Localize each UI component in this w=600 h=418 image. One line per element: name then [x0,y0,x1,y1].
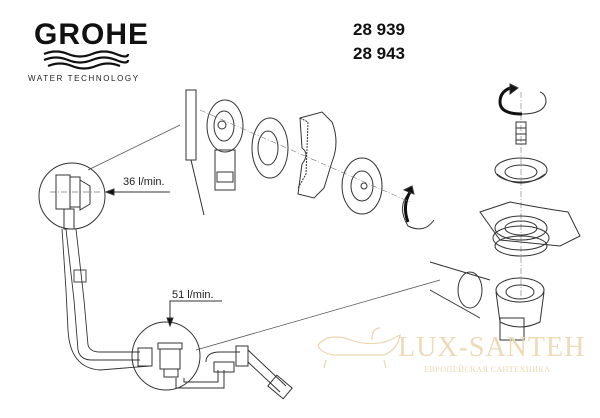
brand-logo: GROHE [34,18,150,51]
watermark-subtitle: ЕВРОПЕЙСКАЯ САНТЕХНИКА [424,365,551,374]
strainer-screw [515,121,527,145]
overflow-detail [38,162,106,230]
overflow-cover [341,157,383,215]
overflow-assembly [185,89,244,216]
bath-wall-section [297,111,337,199]
flow-arrow-51 [166,300,222,328]
overflow-pipe [61,228,151,371]
drain-flow-label: 51 l/min. [172,289,214,301]
tub-floor-section [479,201,581,257]
trap-outlet [175,345,293,400]
watermark-name: LUX-SANTEH [398,332,586,363]
grohe-waves-icon [43,50,130,70]
axis-line [199,109,411,203]
model-number-2: 28 943 [353,44,405,63]
rotate-arrow-left-icon [402,185,435,230]
overflow-gasket [251,117,289,179]
overflow-flow-label: 36 l/min. [123,176,165,188]
model-number-1: 28 939 [353,20,405,39]
drain-strainer [494,157,548,184]
drain-detail [131,321,201,391]
brand-tagline: WATER TECHNOLOGY [28,74,140,83]
drain-stack [429,83,581,341]
watermark-bathtub-icon [317,327,401,369]
rotate-arrow-right-icon [498,83,547,116]
leader-lines [87,124,441,351]
flow-arrow-36 [104,188,170,196]
drain-body [429,261,545,341]
